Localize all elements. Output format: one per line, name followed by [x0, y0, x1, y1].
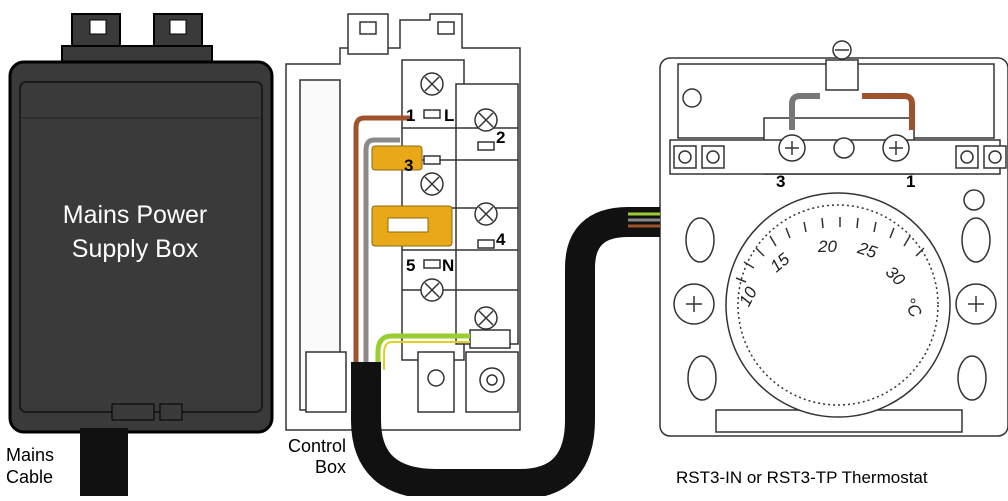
power-supply-box [8, 13, 274, 434]
psu-title-line1: Mains Power [62, 201, 208, 229]
link-3 [371, 145, 423, 171]
terminal-5: 5 [406, 256, 416, 275]
mains-cable [80, 428, 128, 496]
mains-cable-label-line2: Cable [6, 467, 54, 487]
terminal-L: L [444, 106, 455, 125]
thermostat-dial [725, 192, 951, 418]
thermostat-terminal-3: 3 [776, 172, 786, 191]
mains-cable-label: Mains Cable [6, 444, 54, 488]
control-box-label: Control Box [270, 436, 346, 478]
grey-wire [363, 137, 400, 370]
thermostat-cable [351, 207, 660, 499]
psu-title: Mains Power Supply Box [30, 198, 240, 266]
control-box-label-line1: Control [287, 436, 346, 456]
terminal-4: 4 [496, 230, 506, 249]
terminal-1: 1 [406, 106, 416, 125]
brown-wire [353, 115, 410, 370]
terminal-N: N [442, 256, 455, 275]
earth-wire [375, 333, 470, 370]
terminal-2: 2 [496, 128, 506, 147]
thermostat [659, 40, 1008, 437]
mains-cable-label-line1: Mains [6, 445, 55, 465]
thermostat-terminal-1: 1 [906, 172, 916, 191]
control-box-label-line2: Box [314, 457, 346, 477]
thermostat-caption: RST3-IN or RST3-TP Thermostat [676, 468, 928, 487]
psu-title-line2: Supply Box [71, 235, 199, 263]
terminal-3: 3 [404, 156, 414, 175]
dial-20: 20 [817, 237, 837, 256]
